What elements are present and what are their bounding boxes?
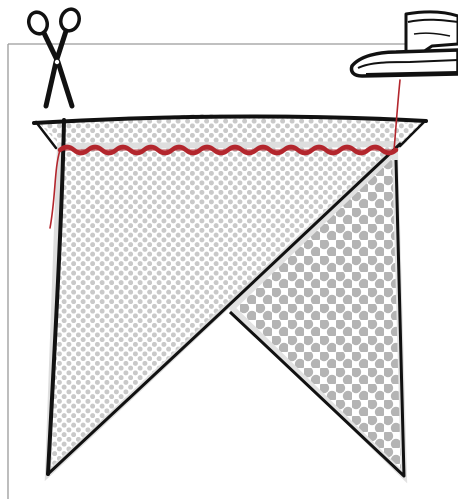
- scissors-icon: [26, 7, 82, 106]
